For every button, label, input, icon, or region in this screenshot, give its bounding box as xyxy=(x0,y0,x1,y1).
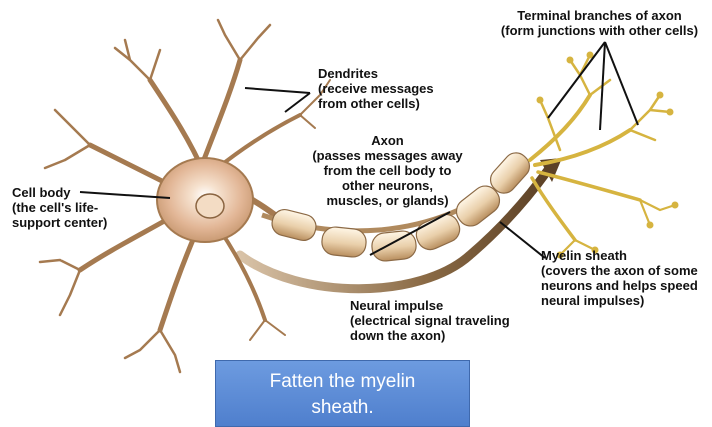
cellbody-sub2: support center) xyxy=(12,215,107,230)
dendrites-sub1: (receive messages xyxy=(318,81,434,96)
myelin-sub2: neurons and helps speed xyxy=(541,278,698,293)
axon-sub4: muscles, or glands) xyxy=(300,193,475,208)
label-neural-impulse: Neural impulse (electrical signal travel… xyxy=(350,298,510,343)
myelin-sub1: (covers the axon of some xyxy=(541,263,698,278)
label-terminal-branches: Terminal branches of axon (form junction… xyxy=(487,8,712,38)
cell-body xyxy=(157,158,253,242)
caption-line1: Fatten the myelin xyxy=(216,369,469,395)
leader-terminal-3 xyxy=(605,42,638,125)
leader-myelin xyxy=(500,222,545,258)
impulse-sub1: (electrical signal traveling xyxy=(350,313,510,328)
leader-dendrites-1 xyxy=(245,88,310,93)
dendrites-sub2: from other cells) xyxy=(318,96,434,111)
terminal-sub: (form junctions with other cells) xyxy=(487,23,712,38)
label-axon: Axon (passes messages away from the cell… xyxy=(300,133,475,208)
leader-terminal-1 xyxy=(548,42,605,118)
impulse-title: Neural impulse xyxy=(350,298,510,313)
myelin-sub3: neural impulses) xyxy=(541,293,698,308)
dendrites-title: Dendrites xyxy=(318,66,434,81)
caption-box: Fatten the myelin sheath. xyxy=(215,360,470,427)
terminal-branches xyxy=(530,52,678,258)
caption-line2: sheath. xyxy=(216,395,469,421)
terminal-title: Terminal branches of axon xyxy=(487,8,712,23)
axon-sub1: (passes messages away xyxy=(300,148,475,163)
axon-title: Axon xyxy=(300,133,475,148)
label-myelin-sheath: Myelin sheath (covers the axon of some n… xyxy=(541,248,698,308)
cellbody-title: Cell body xyxy=(12,185,107,200)
axon-sub3: other neurons, xyxy=(300,178,475,193)
label-dendrites: Dendrites (receive messages from other c… xyxy=(318,66,434,111)
myelin-title: Myelin sheath xyxy=(541,248,698,263)
cellbody-sub1: (the cell's life- xyxy=(12,200,107,215)
axon-sub2: from the cell body to xyxy=(300,163,475,178)
impulse-sub2: down the axon) xyxy=(350,328,510,343)
label-cell-body: Cell body (the cell's life- support cent… xyxy=(12,185,107,230)
